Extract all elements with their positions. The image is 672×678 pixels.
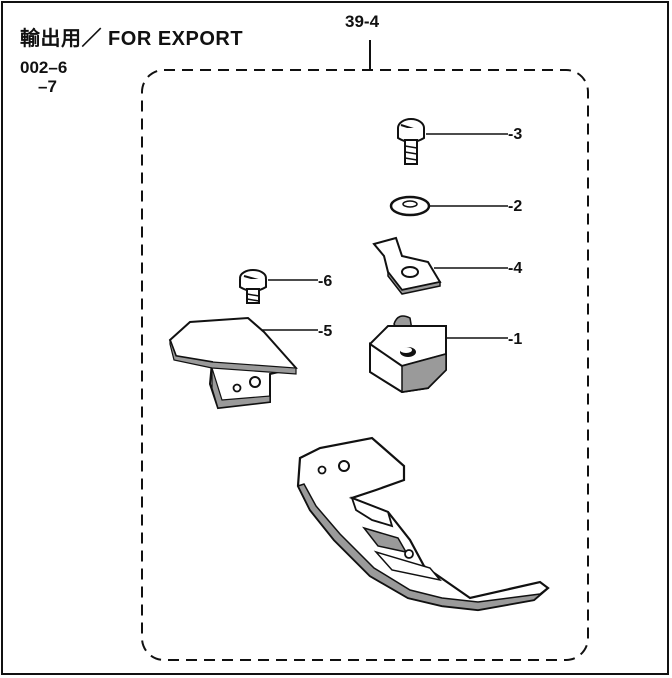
callout-part-3: -3: [508, 126, 522, 143]
part-2-washer: [389, 195, 508, 217]
page-title: 輸出用／ FOR EXPORT: [20, 28, 244, 50]
part-4-plate: [372, 236, 508, 295]
assembly-boundary: [141, 69, 589, 661]
model-code-secondary: –7: [38, 77, 57, 96]
assembly-code-label: 39-4: [345, 12, 380, 31]
part-1-block: [369, 315, 508, 394]
callout-part-1: -1: [508, 331, 522, 348]
part-3-screw: [397, 118, 508, 165]
callout-part-2: -2: [508, 198, 522, 215]
callout-part-5: -5: [318, 323, 332, 340]
presser-foot-base: [296, 436, 550, 612]
model-code-primary: 002–6: [20, 58, 68, 77]
callout-part-6: -6: [318, 273, 332, 290]
part-6-small-screw: [239, 269, 318, 304]
callout-part-4: -4: [508, 260, 522, 277]
part-5-guide-plate: [168, 316, 318, 410]
